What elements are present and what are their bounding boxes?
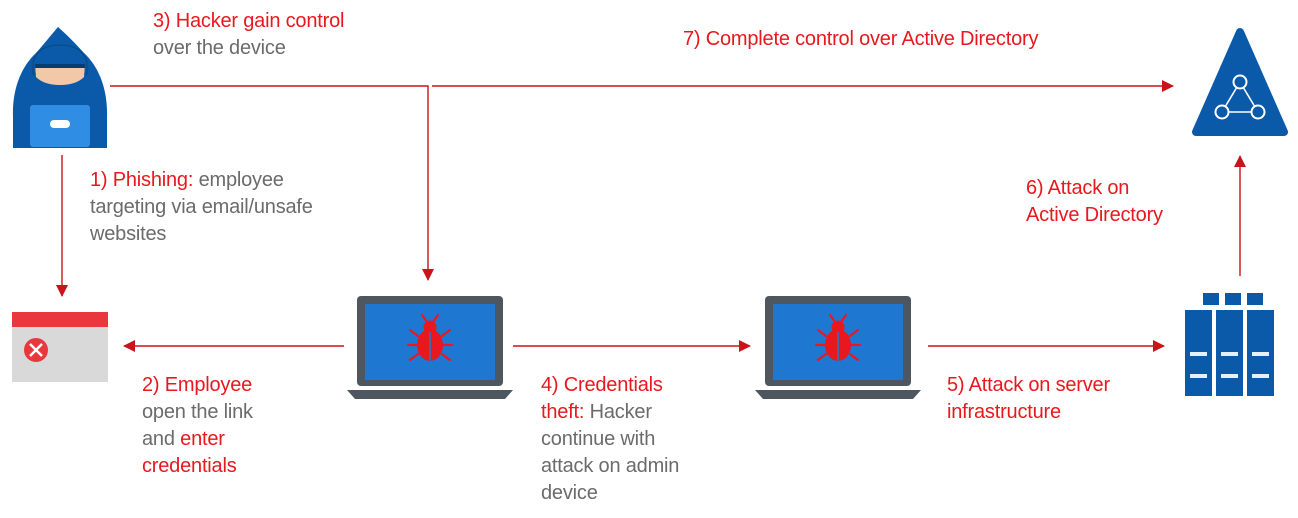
active-directory-icon: [1192, 28, 1288, 136]
step1-desc-c: websites: [90, 223, 167, 245]
admin-laptop-icon: [755, 296, 921, 399]
step2-line4: credentials: [142, 455, 237, 477]
step4-desc-c: attack on admin: [541, 455, 680, 477]
browser-error-icon: [12, 312, 108, 382]
arrow-hacker-to-laptop: [110, 85, 434, 281]
step7-label: 7) Complete control over Active Director…: [683, 26, 1038, 53]
hacker-icon: [12, 27, 108, 148]
step4-desc-a: Hacker: [584, 401, 652, 423]
step2-title: 2) Employee: [142, 374, 253, 396]
step6-line1: 6) Attack on: [1026, 177, 1130, 199]
step1-label: 1) Phishing: employee targeting via emai…: [90, 167, 313, 248]
step2-line3-a: and: [142, 428, 181, 450]
step2-label: 2) Employee open the link and enter cred…: [142, 372, 253, 480]
step1-title: 1) Phishing:: [90, 169, 194, 191]
step3-title: 3) Hacker gain control: [153, 10, 345, 32]
bug-icon: [814, 313, 862, 362]
step4-label: 4) Credentials theft: Hacker continue wi…: [541, 372, 679, 507]
infected-laptop-icon: [347, 296, 513, 399]
step5-line2: infrastructure: [947, 401, 1061, 423]
step1-desc-b: targeting via email/unsafe: [90, 196, 313, 218]
bug-icon: [406, 313, 454, 362]
step4-desc-b: continue with: [541, 428, 656, 450]
step6-line2: Active Directory: [1026, 204, 1163, 226]
step2-line2: open the link: [142, 401, 253, 423]
step7-text: 7) Complete control over Active Director…: [683, 28, 1039, 50]
step1-desc-a: employee: [193, 169, 284, 191]
step5-line1: 5) Attack on server: [947, 374, 1110, 396]
step5-label: 5) Attack on server infrastructure: [947, 372, 1110, 426]
step4-title-a: 4) Credentials: [541, 374, 663, 396]
step6-label: 6) Attack on Active Directory: [1026, 175, 1163, 229]
step2-line3-b: enter: [180, 428, 225, 450]
step4-title-b: theft:: [541, 401, 585, 423]
step3-label: 3) Hacker gain control over the device: [153, 8, 344, 62]
step4-desc-d: device: [541, 482, 598, 504]
step3-desc: over the device: [153, 37, 286, 59]
server-rack-icon: [1185, 293, 1274, 396]
